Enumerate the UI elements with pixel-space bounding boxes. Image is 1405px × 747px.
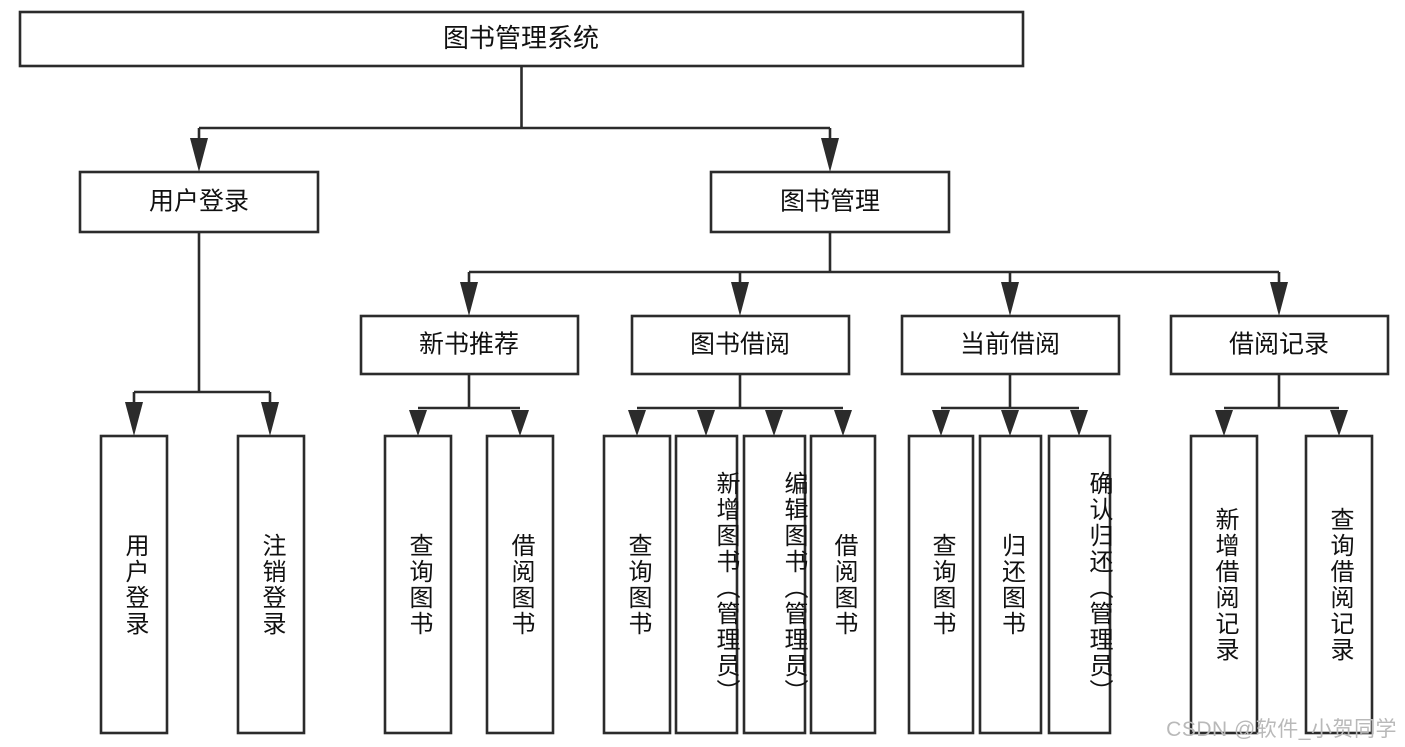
node-current-borrow-label: 当前借阅 — [960, 331, 1060, 359]
arrow-head-leaf-borrow-book-2 — [834, 410, 852, 436]
arrow-head-leaf-query-book-3 — [932, 410, 950, 436]
arrow-head-leaf-borrow-book-1 — [511, 410, 529, 436]
arrow-head-borrow-record — [1270, 282, 1288, 316]
connector-group-borrow-record-leaves — [1215, 374, 1348, 436]
arrow-head-leaf-return-book — [1001, 410, 1019, 436]
node-leaf-add-record-box[interactable] — [1189, 434, 1259, 735]
connector-group-book-borrow-leaves — [628, 374, 852, 436]
node-user-login-label: 用户登录 — [149, 188, 249, 216]
arrow-head-user-login — [190, 138, 208, 172]
arrow-head-book-manage — [821, 138, 839, 172]
node-leaf-add-book-box[interactable] — [674, 434, 739, 735]
node-leaf-borrow-book-1-box[interactable] — [485, 434, 555, 735]
node-leaf-user-login-box[interactable] — [99, 434, 169, 735]
node-current-borrow-box[interactable] — [900, 314, 1121, 376]
arrow-head-book-borrow — [731, 282, 749, 316]
connector-group-current-borrow-leaves — [932, 374, 1088, 436]
arrow-head-leaf-user-logout — [261, 402, 279, 436]
arrow-head-new-book — [460, 282, 478, 316]
node-leaf-return-book-box[interactable] — [978, 434, 1043, 735]
node-new-book-recommend-label: 新书推荐 — [419, 331, 519, 359]
node-root-box[interactable] — [18, 10, 1025, 68]
arrow-head-current-borrow — [1001, 282, 1019, 316]
node-root-label: 图书管理系统 — [443, 23, 599, 53]
node-leaf-query-record-box[interactable] — [1304, 434, 1374, 735]
arrow-head-leaf-query-record — [1330, 410, 1348, 436]
node-leaf-user-logout-box[interactable] — [236, 434, 306, 735]
node-borrow-record-label: 借阅记录 — [1229, 331, 1329, 359]
node-leaf-borrow-book-2-box[interactable] — [809, 434, 877, 735]
arrow-head-leaf-add-record — [1215, 410, 1233, 436]
connector-group-book-manage-to-level3 — [460, 232, 1288, 316]
node-book-borrow-box[interactable] — [630, 314, 851, 376]
arrow-head-leaf-query-book-1 — [409, 410, 427, 436]
connector-group-new-book-leaves — [409, 374, 529, 436]
connector-group-root-to-level2 — [190, 66, 839, 172]
node-borrow-record-box[interactable] — [1169, 314, 1390, 376]
arrow-head-leaf-query-book-2 — [628, 410, 646, 436]
node-leaf-query-book-2-box[interactable] — [602, 434, 672, 735]
node-new-book-recommend-box[interactable] — [359, 314, 580, 376]
arrow-head-leaf-confirm-return — [1070, 410, 1088, 436]
node-leaf-query-book-1-box[interactable] — [383, 434, 453, 735]
node-leaf-query-book-3-box[interactable] — [907, 434, 975, 735]
arrow-head-leaf-edit-book — [765, 410, 783, 436]
arrow-head-leaf-add-book — [697, 410, 715, 436]
node-leaf-confirm-return-box[interactable] — [1047, 434, 1112, 735]
arrow-head-leaf-user-login — [125, 402, 143, 436]
node-leaf-edit-book-box[interactable] — [742, 434, 807, 735]
csdn-watermark: CSDN @软件_小贺同学 — [1166, 718, 1397, 741]
connector-group-user-login-leaves — [125, 232, 279, 436]
node-book-borrow-label: 图书借阅 — [690, 331, 790, 359]
node-book-manage-box[interactable] — [709, 170, 951, 234]
node-book-manage-label: 图书管理 — [780, 188, 880, 216]
node-user-login-box[interactable] — [78, 170, 320, 234]
